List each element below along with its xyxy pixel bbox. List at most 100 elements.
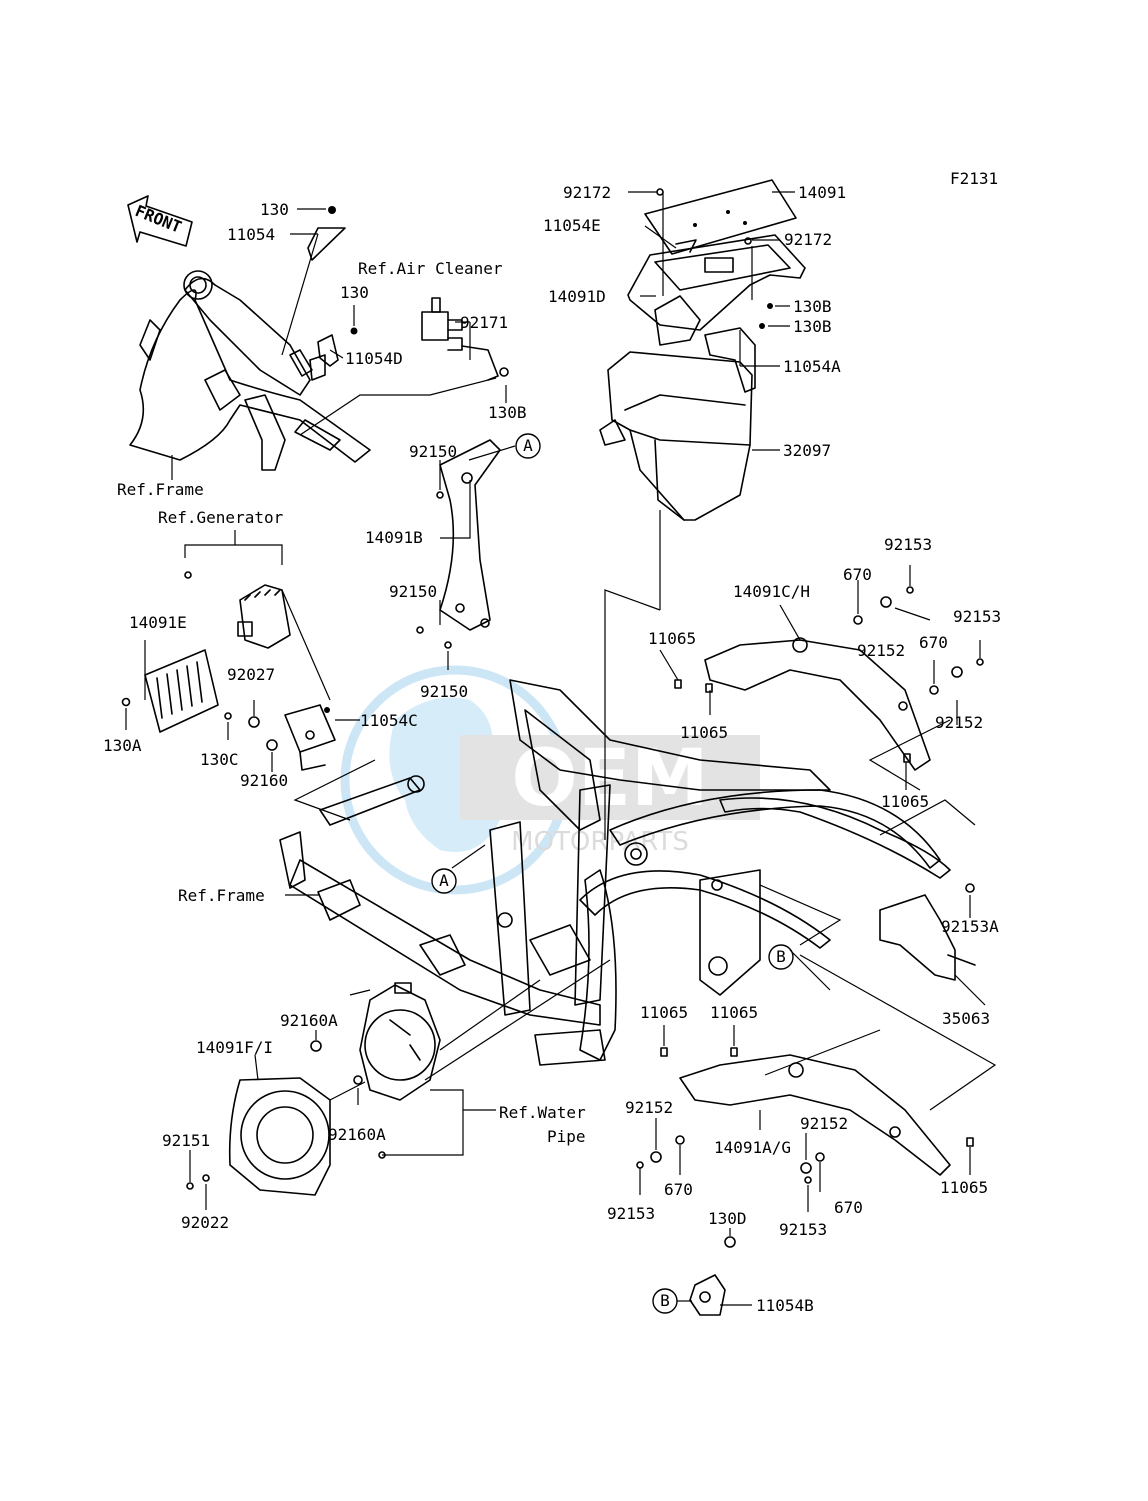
regulator-generator <box>184 571 291 649</box>
svg-text:B: B <box>660 1291 670 1310</box>
washer-670-d <box>815 1152 825 1162</box>
label-92150-c: 92150 <box>420 682 468 701</box>
label-130-top: 130 <box>260 200 289 219</box>
ref-air-cleaner: Ref.Air Cleaner <box>358 259 503 278</box>
label-92152-d: 92152 <box>800 1114 848 1133</box>
ref-water-pipe-2: Pipe <box>547 1127 586 1146</box>
label-32097: 32097 <box>783 441 831 460</box>
grommet-11065-a <box>674 679 682 689</box>
label-92160A-a: 92160A <box>280 1011 338 1030</box>
label-11054D: 11054D <box>345 349 403 368</box>
callout-a-2: A <box>431 868 457 894</box>
label-35063: 35063 <box>942 1009 990 1028</box>
front-arrow: FRONT <box>127 195 193 247</box>
label-92022: 92022 <box>181 1213 229 1232</box>
nut-130 <box>350 327 358 335</box>
label-11065-e: 11065 <box>710 1003 758 1022</box>
nut-92152-d <box>800 1162 812 1174</box>
label-14091E: 14091E <box>129 613 187 632</box>
label-92151: 92151 <box>162 1131 210 1150</box>
nut-92152-a <box>880 596 892 608</box>
bolt-92153-c <box>636 1161 644 1169</box>
label-130B-left: 130B <box>488 403 527 422</box>
label-92160A-b: 92160A <box>328 1125 386 1144</box>
side-cover-14091E <box>121 649 219 733</box>
label-130D: 130D <box>708 1209 747 1228</box>
ref-generator: Ref.Generator <box>158 508 284 527</box>
label-670-a: 670 <box>843 565 872 584</box>
label-11065-b: 11065 <box>680 723 728 742</box>
label-92153-a: 92153 <box>884 535 932 554</box>
bolt-92153-a <box>906 586 914 594</box>
washer-670-c <box>675 1135 685 1145</box>
main-frame <box>279 679 951 1066</box>
label-92150-a: 92150 <box>409 442 457 461</box>
ref-frame-mid: Ref.Frame <box>178 886 265 905</box>
leader-lines <box>125 191 997 1306</box>
bracket-11054D <box>317 334 339 367</box>
label-11054E: 11054E <box>543 216 601 235</box>
bolt-92153-d <box>804 1176 812 1184</box>
washer-670-b <box>929 685 939 695</box>
air-cleaner-valve <box>421 297 509 381</box>
washer-92160A-b <box>353 1075 363 1085</box>
label-92160: 92160 <box>240 771 288 790</box>
label-92150-b: 92150 <box>389 582 437 601</box>
nut-130C <box>224 712 232 720</box>
label-92171: 92171 <box>460 313 508 332</box>
label-92152-a: 92152 <box>857 641 905 660</box>
frame-head-area <box>129 270 371 471</box>
svg-text:A: A <box>523 436 533 455</box>
bracket-11054C <box>284 704 336 771</box>
water-pipe-cover <box>359 982 441 1101</box>
screw-92172-right <box>744 237 752 245</box>
label-11054A: 11054A <box>783 357 841 376</box>
label-670-b: 670 <box>919 633 948 652</box>
label-11065-c: 11065 <box>881 792 929 811</box>
battery-case-32097 <box>599 351 753 521</box>
label-11065-a: 11065 <box>648 629 696 648</box>
label-92153-d: 92153 <box>779 1220 827 1239</box>
label-14091C-H: 14091C/H <box>733 582 810 601</box>
label-130-mid: 130 <box>340 283 369 302</box>
label-92027: 92027 <box>227 665 275 684</box>
washer-92022 <box>202 1174 210 1182</box>
label-14091D: 14091D <box>548 287 606 306</box>
bolt-92150-c <box>444 641 452 649</box>
watermark-sub: MOTORPARTS <box>511 827 689 857</box>
label-14091A-G: 14091A/G <box>714 1138 791 1157</box>
bolt-92150-a <box>436 491 444 499</box>
label-92152-c: 92152 <box>625 1098 673 1117</box>
diagram-code: F2131 <box>950 169 998 188</box>
watermark: OEM MOTORPARTS <box>340 665 760 895</box>
bolt-92150-b <box>416 626 424 634</box>
bracket-14091B <box>439 439 501 631</box>
washer-92160A-a <box>310 1040 322 1052</box>
nut-92152-c <box>650 1151 662 1163</box>
grommet-11065-e <box>730 1047 738 1057</box>
callout-a-1: A <box>515 433 541 459</box>
battery-cover-14091 <box>644 179 797 255</box>
grommet-11065-c <box>903 753 911 763</box>
screw-92172-left <box>656 188 664 196</box>
bolt-92153-b <box>976 658 984 666</box>
label-11065-f: 11065 <box>940 1178 988 1197</box>
label-130B-r2: 130B <box>793 317 832 336</box>
bracket-11054B <box>689 1236 736 1316</box>
label-130A: 130A <box>103 736 142 755</box>
label-14091: 14091 <box>798 183 846 202</box>
label-14091F-I: 14091F/I <box>196 1038 273 1057</box>
label-670-d: 670 <box>834 1198 863 1217</box>
nut-130B-2 <box>759 323 765 329</box>
washer-92027 <box>248 716 260 728</box>
svg-text:A: A <box>439 871 449 890</box>
label-14091B: 14091B <box>365 528 423 547</box>
label-130C: 130C <box>200 750 239 769</box>
callout-b-1: B <box>768 944 794 970</box>
ref-frame-top: Ref.Frame <box>117 480 204 499</box>
bracket-11054A <box>704 327 756 393</box>
label-11065-d: 11065 <box>640 1003 688 1022</box>
ref-water-pipe-1: Ref.Water <box>499 1103 586 1122</box>
